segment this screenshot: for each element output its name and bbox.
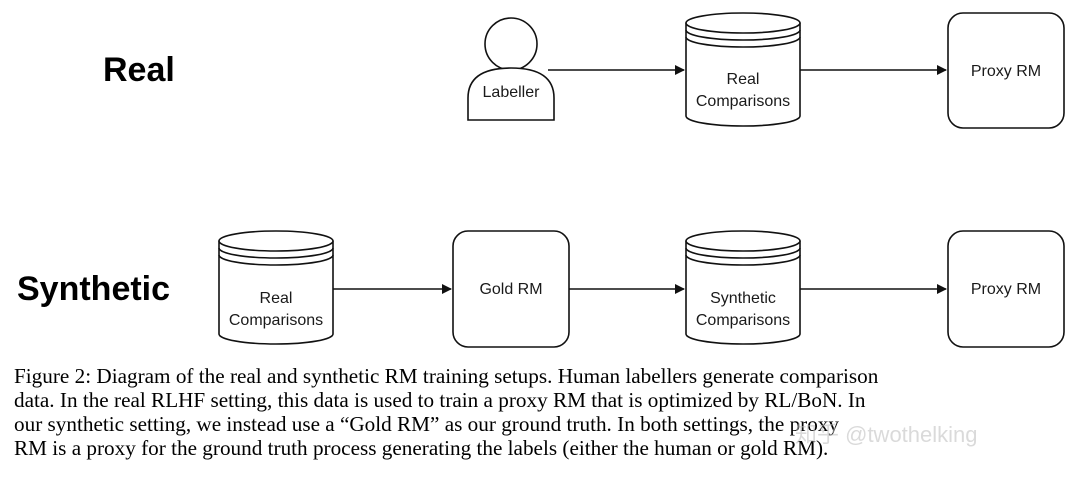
labeller-label: Labeller (483, 84, 541, 101)
row-label-synthetic: Synthetic (17, 270, 170, 308)
gold-rm-label: Gold RM (479, 281, 542, 298)
proxy-rm-bottom-node: Proxy RM (947, 230, 1065, 348)
database-top-icon (685, 230, 801, 252)
database-body-icon (685, 241, 801, 345)
real-comparisons-bottom-node: Real Comparisons (218, 230, 334, 345)
labeller-node: Labeller (467, 17, 555, 121)
real-comparisons-top-line2: Comparisons (696, 93, 790, 110)
caption-line-3: our synthetic setting, we instead use a … (14, 412, 839, 436)
synthetic-comparisons-node: Synthetic Comparisons (685, 230, 801, 345)
caption-line-4: RM is a proxy for the ground truth proce… (14, 436, 829, 460)
database-body-icon (685, 23, 801, 127)
real-comparisons-top-node: Real Comparisons (685, 12, 801, 127)
row-label-real: Real (103, 51, 175, 89)
database-top-icon (218, 230, 334, 252)
database-top-icon (685, 12, 801, 34)
labeller-head-icon (484, 17, 538, 71)
caption-line-2: data. In the real RLHF setting, this dat… (14, 388, 866, 412)
proxy-rm-top-node: Proxy RM (947, 12, 1065, 129)
real-comparisons-bottom-line1: Real (260, 290, 293, 307)
real-comparisons-bottom-line2: Comparisons (229, 312, 323, 329)
caption-line-1: Figure 2: Diagram of the real and synthe… (14, 364, 879, 388)
synthetic-comparisons-line2: Comparisons (696, 312, 790, 329)
gold-rm-node: Gold RM (452, 230, 570, 348)
rm-training-diagram: Real Synthetic Labeller Real Comparisons… (17, 12, 1065, 348)
figure-caption: Figure 2: Diagram of the real and synthe… (14, 364, 1070, 460)
real-comparisons-top-line1: Real (727, 71, 760, 88)
synthetic-comparisons-line1: Synthetic (710, 290, 776, 307)
labeller-body-icon (467, 67, 555, 121)
proxy-rm-top-label: Proxy RM (971, 63, 1041, 80)
proxy-rm-bottom-label: Proxy RM (971, 281, 1041, 298)
database-body-icon (218, 241, 334, 345)
